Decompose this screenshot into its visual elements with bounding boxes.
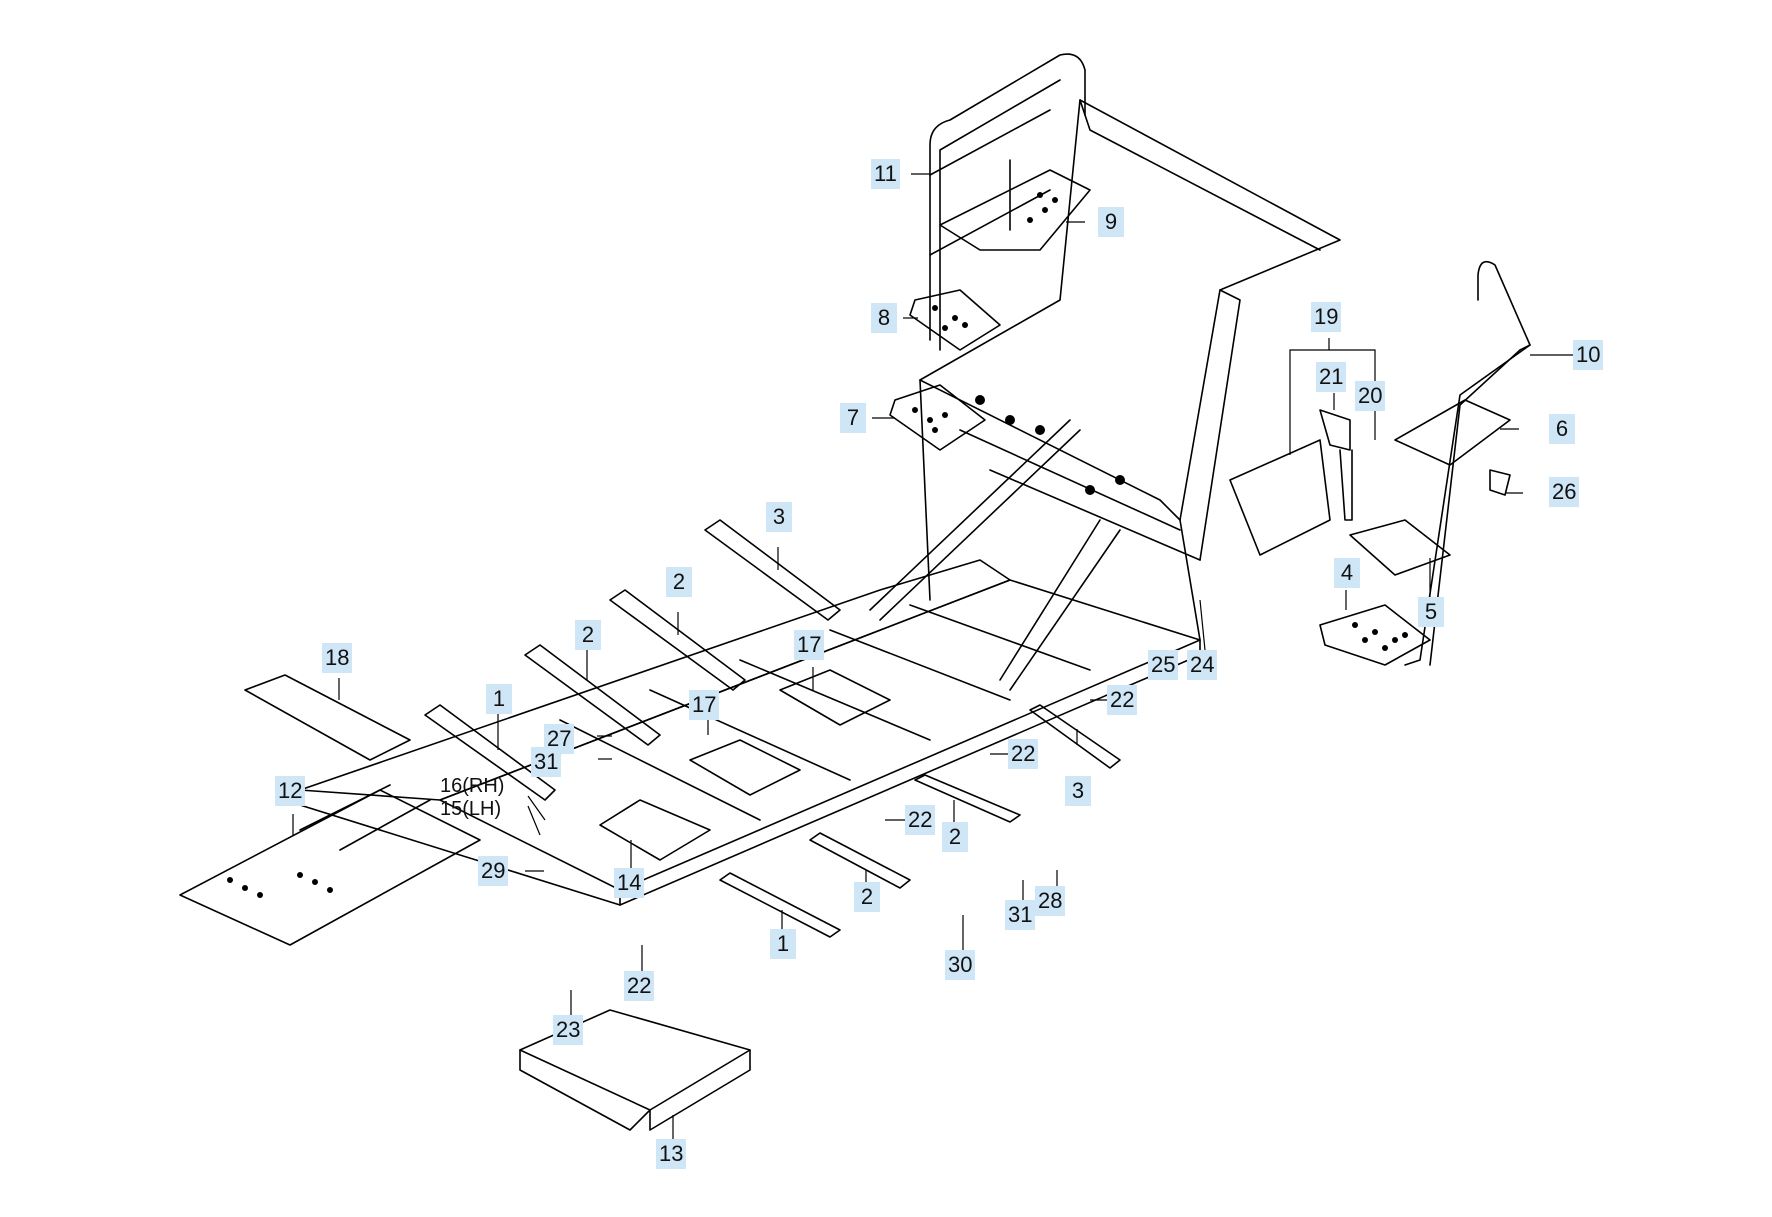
callout-8: 8	[871, 303, 897, 333]
callout-4: 4	[1334, 558, 1360, 588]
callout-23: 23	[553, 1015, 584, 1045]
callout-24: 24	[1187, 650, 1218, 680]
callout-19: 19	[1311, 302, 1342, 332]
label-16-rh: 16(RH)	[440, 775, 505, 797]
callout-7: 7	[840, 403, 866, 433]
callout-29: 29	[478, 856, 509, 886]
callout-3: 3	[766, 502, 792, 532]
cross-members	[424, 519, 1121, 938]
callout-17: 17	[794, 630, 825, 660]
callout-1: 1	[770, 929, 796, 959]
callout-22: 22	[905, 805, 936, 835]
callout-3: 3	[1065, 776, 1091, 806]
callout-31: 31	[531, 747, 562, 777]
leader-lines	[292, 173, 1573, 1139]
bracket-assembly	[1229, 409, 1353, 556]
callout-1: 1	[486, 684, 512, 714]
callout-26: 26	[1549, 477, 1580, 507]
callout-2: 2	[666, 567, 692, 597]
plates-14-17	[599, 669, 891, 861]
callout-21: 21	[1316, 362, 1347, 392]
callout-25: 25	[1148, 650, 1179, 680]
callout-31: 31	[1005, 900, 1036, 930]
callout-6: 6	[1549, 414, 1575, 444]
callout-18: 18	[322, 643, 353, 673]
plate-18	[244, 674, 411, 761]
callout-11: 11	[871, 159, 900, 189]
callout-9: 9	[1098, 207, 1124, 237]
callout-2: 2	[575, 620, 601, 650]
callout-13: 13	[656, 1139, 687, 1169]
callout-5: 5	[1418, 597, 1444, 627]
ladder-assembly	[889, 53, 1091, 451]
callout-12: 12	[275, 776, 306, 806]
main-frame	[299, 99, 1341, 906]
callout-22: 22	[624, 971, 655, 1001]
label-15-lh: 15(LH)	[440, 798, 502, 820]
callout-14: 14	[614, 868, 645, 898]
callout-2: 2	[854, 882, 880, 912]
floor-plate-12	[179, 784, 481, 946]
callout-22: 22	[1107, 685, 1138, 715]
callout-22: 22	[1008, 739, 1039, 769]
callout-2: 2	[942, 822, 968, 852]
callout-20: 20	[1355, 381, 1386, 411]
callout-30: 30	[945, 950, 976, 980]
callout-28: 28	[1035, 886, 1066, 916]
callout-17: 17	[689, 690, 720, 720]
side-ladder	[1319, 260, 1531, 666]
callout-10: 10	[1573, 340, 1604, 370]
